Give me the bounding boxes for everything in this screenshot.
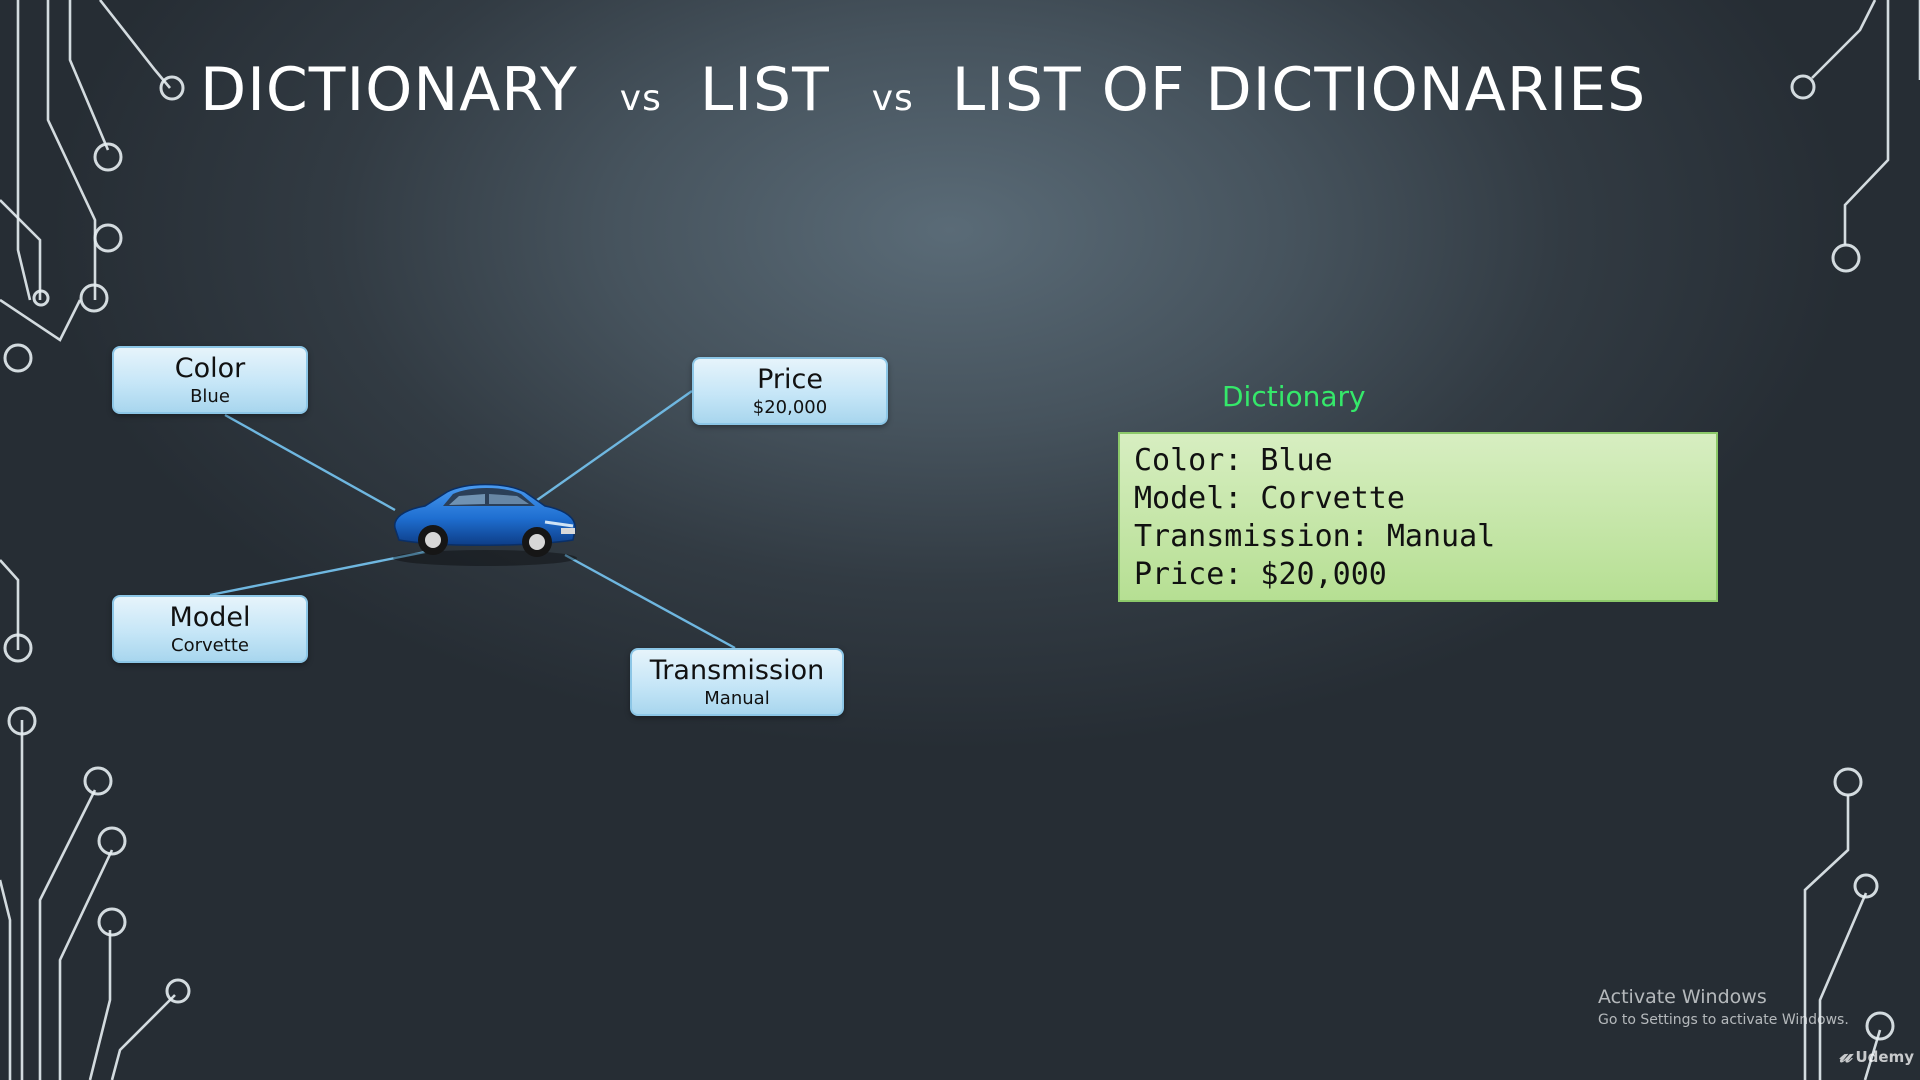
activate-windows-subtitle: Go to Settings to activate Windows. [1598, 1012, 1849, 1028]
connector-color [224, 413, 396, 512]
connector-price [529, 390, 693, 506]
dictionary-box: Color: Blue Model: Corvette Transmission… [1118, 432, 1718, 602]
dictionary-line-price: Price: $20,000 [1134, 557, 1387, 592]
node-model: Model Corvette [112, 595, 308, 663]
node-price: Price $20,000 [692, 357, 888, 425]
activate-windows-watermark: Activate Windows Go to Settings to activ… [1598, 984, 1849, 1030]
activate-windows-title: Activate Windows [1598, 986, 1767, 1008]
node-color-value: Blue [190, 386, 230, 407]
udemy-logo-text: Udemy [1855, 1048, 1915, 1066]
connector-model [209, 550, 426, 597]
node-model-title: Model [169, 602, 251, 633]
title-vs-2: vs [871, 78, 914, 119]
node-transmission: Transmission Manual [630, 648, 844, 716]
dictionary-line-model: Model: Corvette [1134, 481, 1405, 516]
node-color-title: Color [174, 353, 246, 384]
blue-car-icon [393, 483, 577, 566]
title-list-of-dictionaries: LIST OF DICTIONARIES [951, 55, 1647, 125]
dictionary-line-transmission: Transmission: Manual [1134, 519, 1496, 554]
node-transmission-title: Transmission [649, 655, 825, 686]
dictionary-label: Dictionary [1222, 380, 1366, 413]
connector-transmission [564, 553, 736, 650]
udemy-logo-icon: 𝓊 [1839, 1043, 1852, 1068]
title-list: LIST [699, 55, 830, 125]
title-vs-1: vs [619, 78, 662, 119]
dictionary-line-color: Color: Blue [1134, 443, 1333, 478]
title-dictionary: DICTIONARY [200, 55, 578, 125]
node-price-value: $20,000 [752, 397, 828, 418]
node-transmission-value: Manual [704, 688, 770, 709]
node-price-title: Price [757, 364, 823, 395]
node-color: Color Blue [112, 346, 308, 414]
slide-title: DICTIONARY vs LIST vs LIST OF DICTIONARI… [200, 55, 1646, 125]
node-model-value: Corvette [171, 635, 249, 656]
